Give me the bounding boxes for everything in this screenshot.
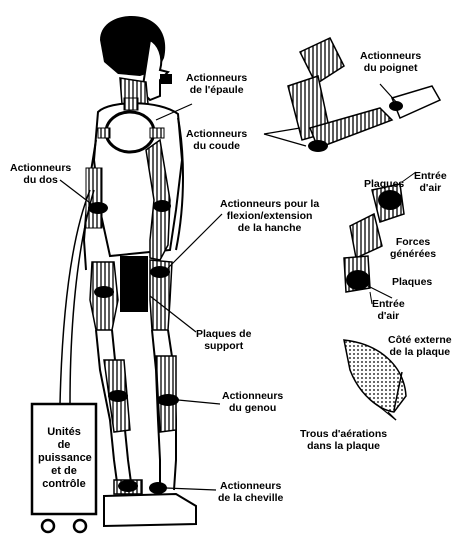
knee-actuator-icon (157, 394, 179, 406)
human-figure (84, 16, 196, 526)
ankle-actuator-icon (149, 482, 167, 494)
label-plates-top: Plaques (364, 178, 404, 190)
right-shin (156, 356, 176, 432)
hip-actuator-icon (150, 266, 170, 278)
label-plates-bottom: Plaques (392, 276, 432, 288)
shoulder-plate (106, 112, 154, 152)
mouthpiece (160, 74, 172, 84)
feet (104, 494, 196, 526)
support-plate (120, 256, 148, 312)
